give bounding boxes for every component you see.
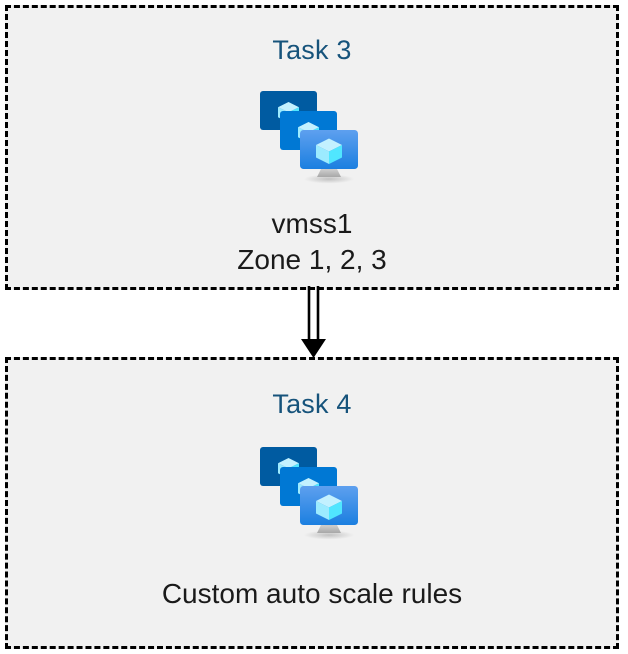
caption-line: vmss1 <box>271 208 353 239</box>
node-caption: Custom auto scale rules <box>162 576 462 612</box>
virtual-machine-scale-set-icon <box>252 441 372 546</box>
arrow-down-icon <box>293 286 335 360</box>
virtual-machine-scale-set-icon <box>252 85 372 190</box>
caption-line: Zone 1, 2, 3 <box>237 243 387 275</box>
task-box-task-3: Task 3 <box>5 5 619 290</box>
task-title: Task 3 <box>272 35 352 65</box>
task-box-task-4: Task 4 <box>5 357 619 649</box>
task-title: Task 4 <box>272 389 352 419</box>
caption-line: Custom auto scale rules <box>161 578 463 609</box>
node-caption: vmss1 Zone 1, 2, 3 <box>237 206 386 277</box>
